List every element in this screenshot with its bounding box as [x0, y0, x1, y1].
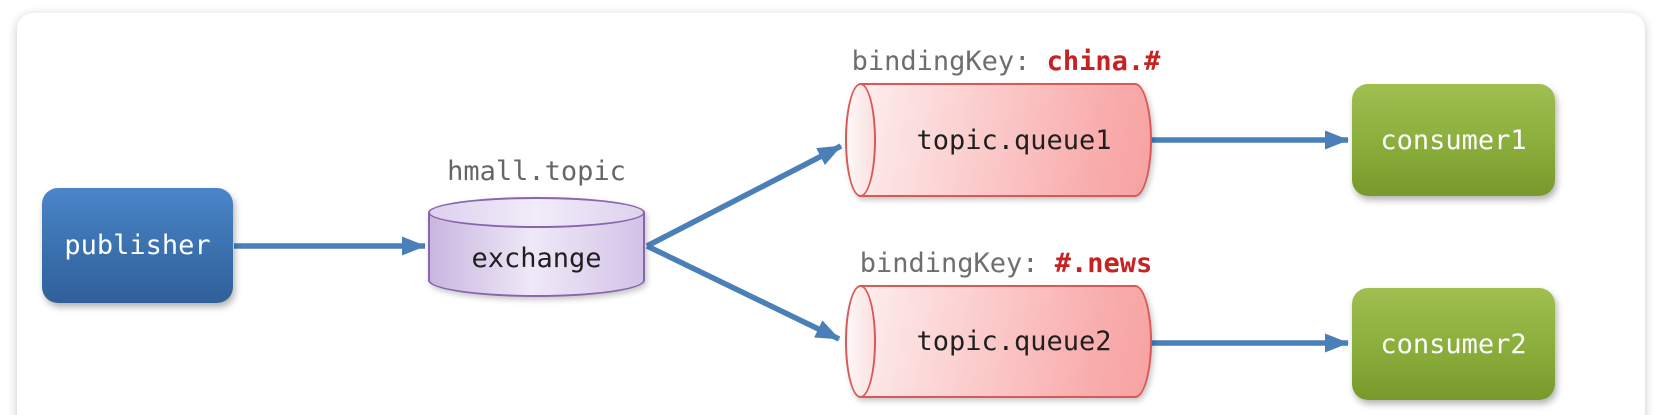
consumer1-label: consumer1	[1380, 124, 1527, 156]
queue1-node: topic.queue1	[845, 83, 1152, 197]
binding-key-prefix: bindingKey:	[851, 45, 1047, 77]
queue1-cylinder-body	[860, 83, 1152, 197]
binding-key-value: #.news	[1054, 247, 1153, 279]
queue2-node: topic.queue2	[845, 285, 1152, 398]
publisher-label: publisher	[64, 230, 211, 261]
consumer2-node: consumer2	[1352, 288, 1555, 400]
queue2-cylinder-body	[860, 285, 1152, 398]
consumer1-node: consumer1	[1352, 84, 1555, 196]
exchange-title: hmall.topic	[447, 155, 626, 187]
queue1-label: topic.queue1	[916, 124, 1112, 156]
queue1-cylinder-cap	[845, 83, 876, 197]
binding-key-value: china.#	[1046, 45, 1161, 77]
exchange-label: exchange	[471, 242, 602, 274]
exchange-cylinder-top	[428, 197, 645, 228]
binding-key-caption-queue2: bindingKey: #.news	[845, 247, 1167, 279]
consumer2-label: consumer2	[1380, 328, 1527, 360]
binding-key-caption-queue1: bindingKey: china.#	[845, 45, 1167, 77]
queue2-label: topic.queue2	[916, 326, 1112, 357]
queue2-cylinder-cap	[845, 285, 876, 398]
binding-key-prefix: bindingKey:	[859, 247, 1055, 279]
exchange-node: exchange	[428, 197, 645, 297]
publisher-node: publisher	[42, 188, 233, 303]
